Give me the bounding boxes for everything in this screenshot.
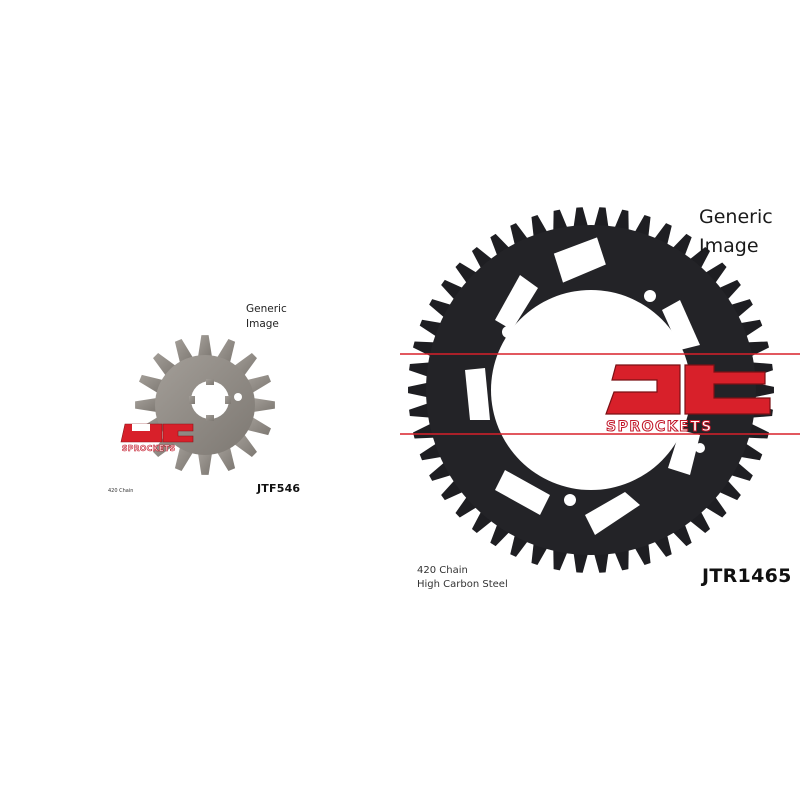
svg-text:SPROCKETS: SPROCKETS [606, 419, 713, 435]
rear-chain-label: 420 Chain [417, 565, 468, 576]
rear-generic-line1: Generic [699, 206, 773, 228]
rear-part-number: JTR1465 [702, 565, 792, 587]
front-part-number: JTF546 [257, 482, 301, 495]
front-chain-label: 420 Chain [108, 488, 134, 494]
front-generic-line1: Generic [246, 303, 287, 315]
svg-text:SPROCKETS: SPROCKETS [122, 444, 176, 453]
rear-spec-label: 420 Chain High Carbon Steel [417, 564, 508, 592]
rear-sprocket-image [408, 207, 774, 573]
rear-material-label: High Carbon Steel [417, 579, 508, 590]
front-generic-line2: Image [246, 318, 279, 330]
rear-generic-image-label: Generic Image [699, 203, 773, 261]
front-generic-image-label: Generic Image [246, 302, 287, 332]
rear-generic-line2: Image [699, 235, 759, 257]
rear-jt-logo: SPROCKETS [605, 364, 771, 436]
front-jt-logo: SPROCKETS [120, 423, 194, 453]
front-sprocket-image [135, 335, 275, 475]
